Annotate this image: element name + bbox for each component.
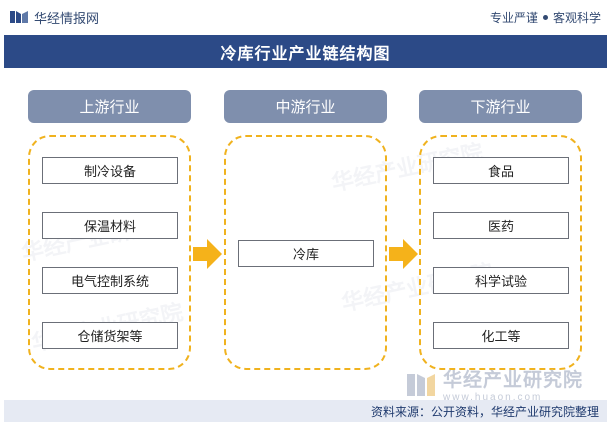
midstream-group (224, 135, 387, 370)
slogan-right: 客观科学 (552, 10, 601, 25)
upstream-item: 仓储货架等 (42, 322, 178, 349)
slogan-left: 专业严谨 (489, 10, 538, 25)
upstream-item: 制冷设备 (42, 157, 178, 184)
downstream-group (419, 135, 582, 370)
slogan-dot-icon (542, 14, 548, 20)
source-text: 资料来源：公开资料，华经产业研究院整理 (370, 404, 599, 419)
brand-logo-icon (10, 11, 28, 23)
page-title: 冷库行业产业链结构图 (4, 35, 607, 68)
downstream-item: 化工等 (433, 322, 569, 349)
footer-logo-icon (407, 374, 435, 396)
top-bar: 华经情报网 专业严谨 客观科学 (0, 0, 611, 34)
slogan: 专业严谨 客观科学 (490, 7, 601, 27)
arrow-right-icon (193, 239, 222, 269)
downstream-item: 医药 (433, 212, 569, 239)
downstream-item: 科学试验 (433, 267, 569, 294)
arrow-right-icon (389, 239, 418, 269)
upstream-item: 保温材料 (42, 212, 178, 239)
footer-logo-url: www.huaon.com (443, 392, 543, 403)
section-header-downstream: 下游行业 (419, 90, 582, 123)
section-header-midstream: 中游行业 (224, 90, 387, 123)
brand-name: 华经情报网 (34, 11, 100, 27)
downstream-item: 食品 (433, 157, 569, 184)
upstream-item: 电气控制系统 (42, 267, 178, 294)
midstream-item: 冷库 (238, 240, 374, 267)
section-header-upstream: 上游行业 (28, 90, 191, 123)
brand: 华经情报网 (10, 7, 99, 27)
upstream-group (28, 135, 191, 370)
footer-logo-name: 华经产业研究院 (443, 369, 584, 391)
footer-logo: 华经产业研究院 www.huaon.com (405, 366, 605, 403)
source-note: 资料来源：公开资料，华经产业研究院整理 (4, 400, 607, 422)
